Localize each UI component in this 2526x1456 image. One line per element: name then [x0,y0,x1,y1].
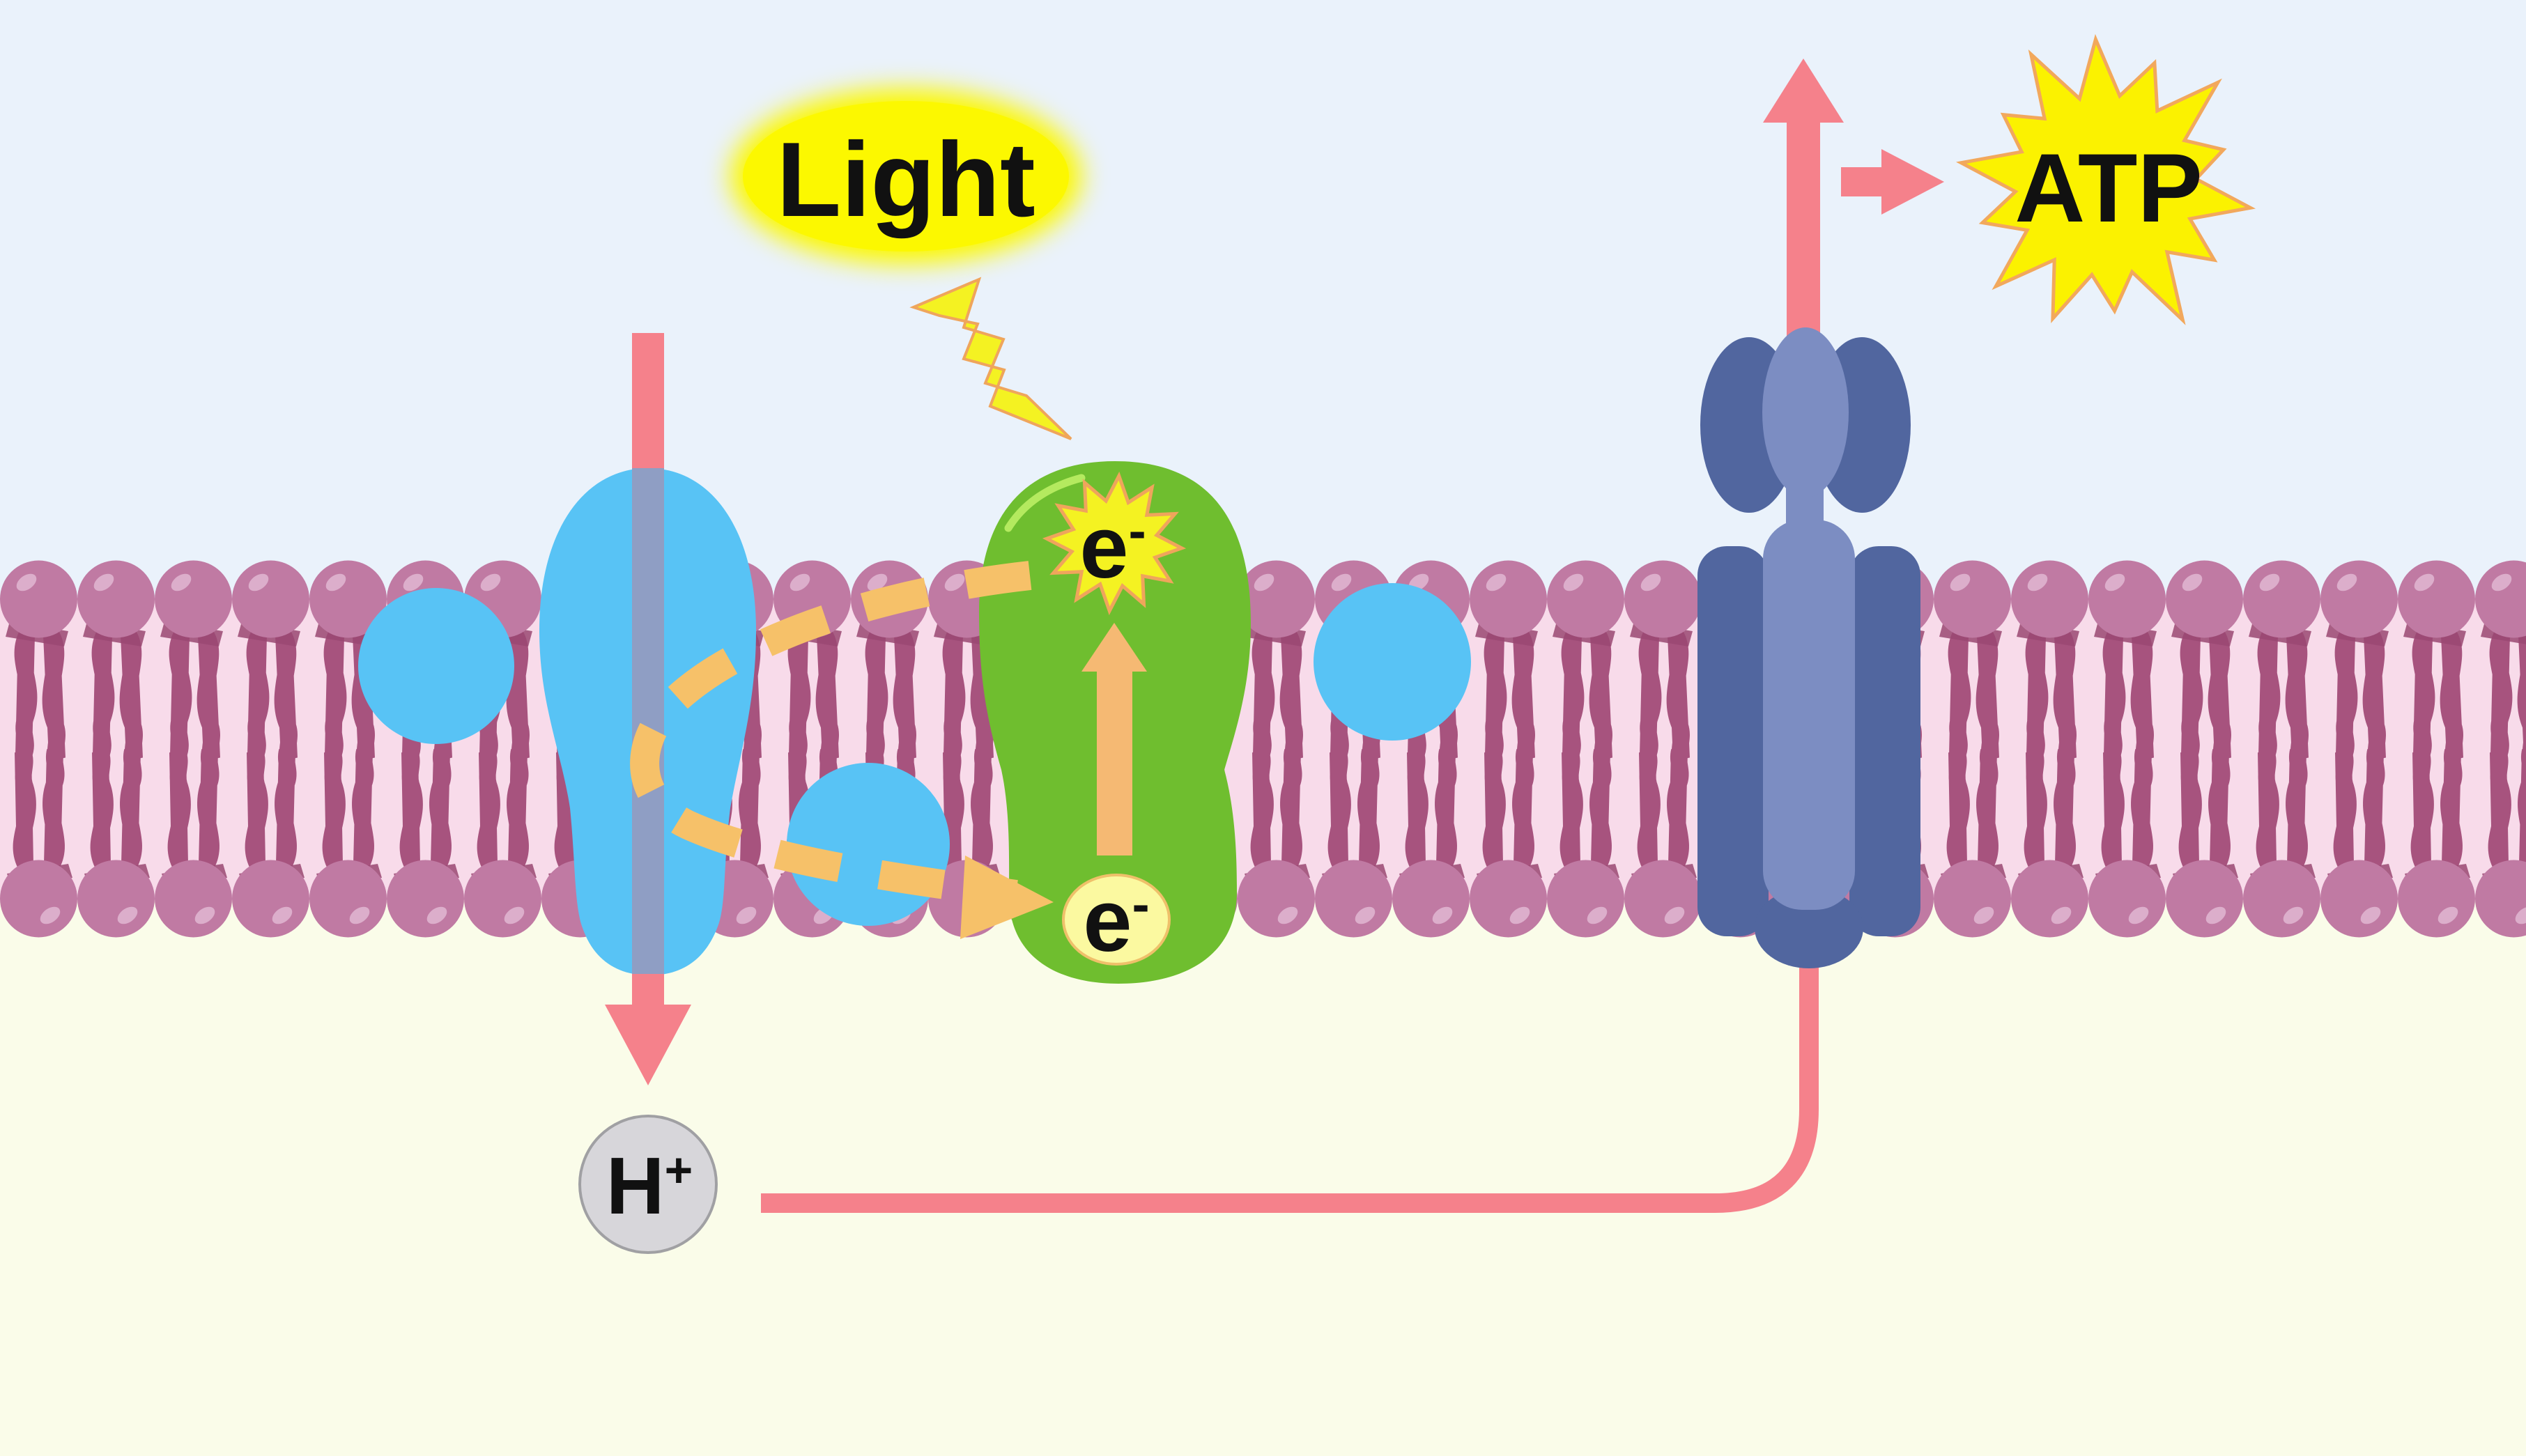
atp-output-arrowhead [1881,149,1944,215]
electron-path-arrowhead [960,855,1054,939]
stroma-background [0,896,2526,1456]
light-label-text: Light [776,121,1035,239]
atp-synthase [1697,59,1920,968]
proton-badge [578,1115,718,1254]
synthase-membrane-center [1763,520,1855,910]
proton-out-arrow-shaft [1787,118,1820,362]
lightning-bolt-icon [909,277,1072,440]
photosystem-highlight [1004,474,1086,532]
proton-in-arrowhead [605,1005,691,1085]
electron-path-dashes [630,561,1032,909]
atp-burst-icon [1955,33,2256,325]
atp-output-arrow-shaft [1841,167,1883,196]
synthase-knob-center [1762,327,1849,497]
electron-transport-path [630,561,1054,939]
atp-label-text: ATP [2015,133,2203,242]
proton-in-arrow [605,333,691,1085]
light-label: Light [776,127,1035,233]
ground-electron-label: e- [1083,877,1149,965]
proton-out-arrow [1763,59,1844,362]
atp-label: ATP [2015,139,2203,237]
carrier-molecule [1314,583,1471,741]
electron-charge: - [1132,875,1150,934]
light-oval [743,101,1069,251]
phospholipid-bilayer [0,552,2526,947]
proton-in-arrow-through-channel [632,468,664,975]
light-source [730,88,1081,264]
electron-excitation-arrow [1081,623,1147,855]
excited-electron-burst-icon [1042,471,1187,616]
electron-symbol: e [1083,872,1132,970]
carrier-molecule [787,763,950,926]
proton-label: H+ [606,1145,693,1226]
proton-symbol: H [606,1140,665,1231]
proton-in-arrow-shaft [632,333,664,470]
electron-charge: - [1128,502,1146,561]
proton-in-arrow-shaft-lower [632,974,664,1006]
carrier-molecule [358,588,514,744]
proton-return-path [761,920,1819,1213]
proton-out-arrowhead [1763,59,1844,123]
proton-charge: + [664,1143,693,1198]
synthase-membrane-left [1697,546,1769,936]
excitation-arrowhead [1081,623,1147,672]
synthase-membrane-right [1849,546,1920,936]
synthase-rotor-base [1755,888,1863,968]
atp-output-arrow [1841,149,1944,215]
ground-electron-icon [1062,874,1171,966]
photosystem [979,461,1251,984]
excitation-arrow-shaft [1097,669,1132,855]
excited-electron-label: e- [1079,504,1146,591]
electron-symbol: e [1079,498,1129,596]
